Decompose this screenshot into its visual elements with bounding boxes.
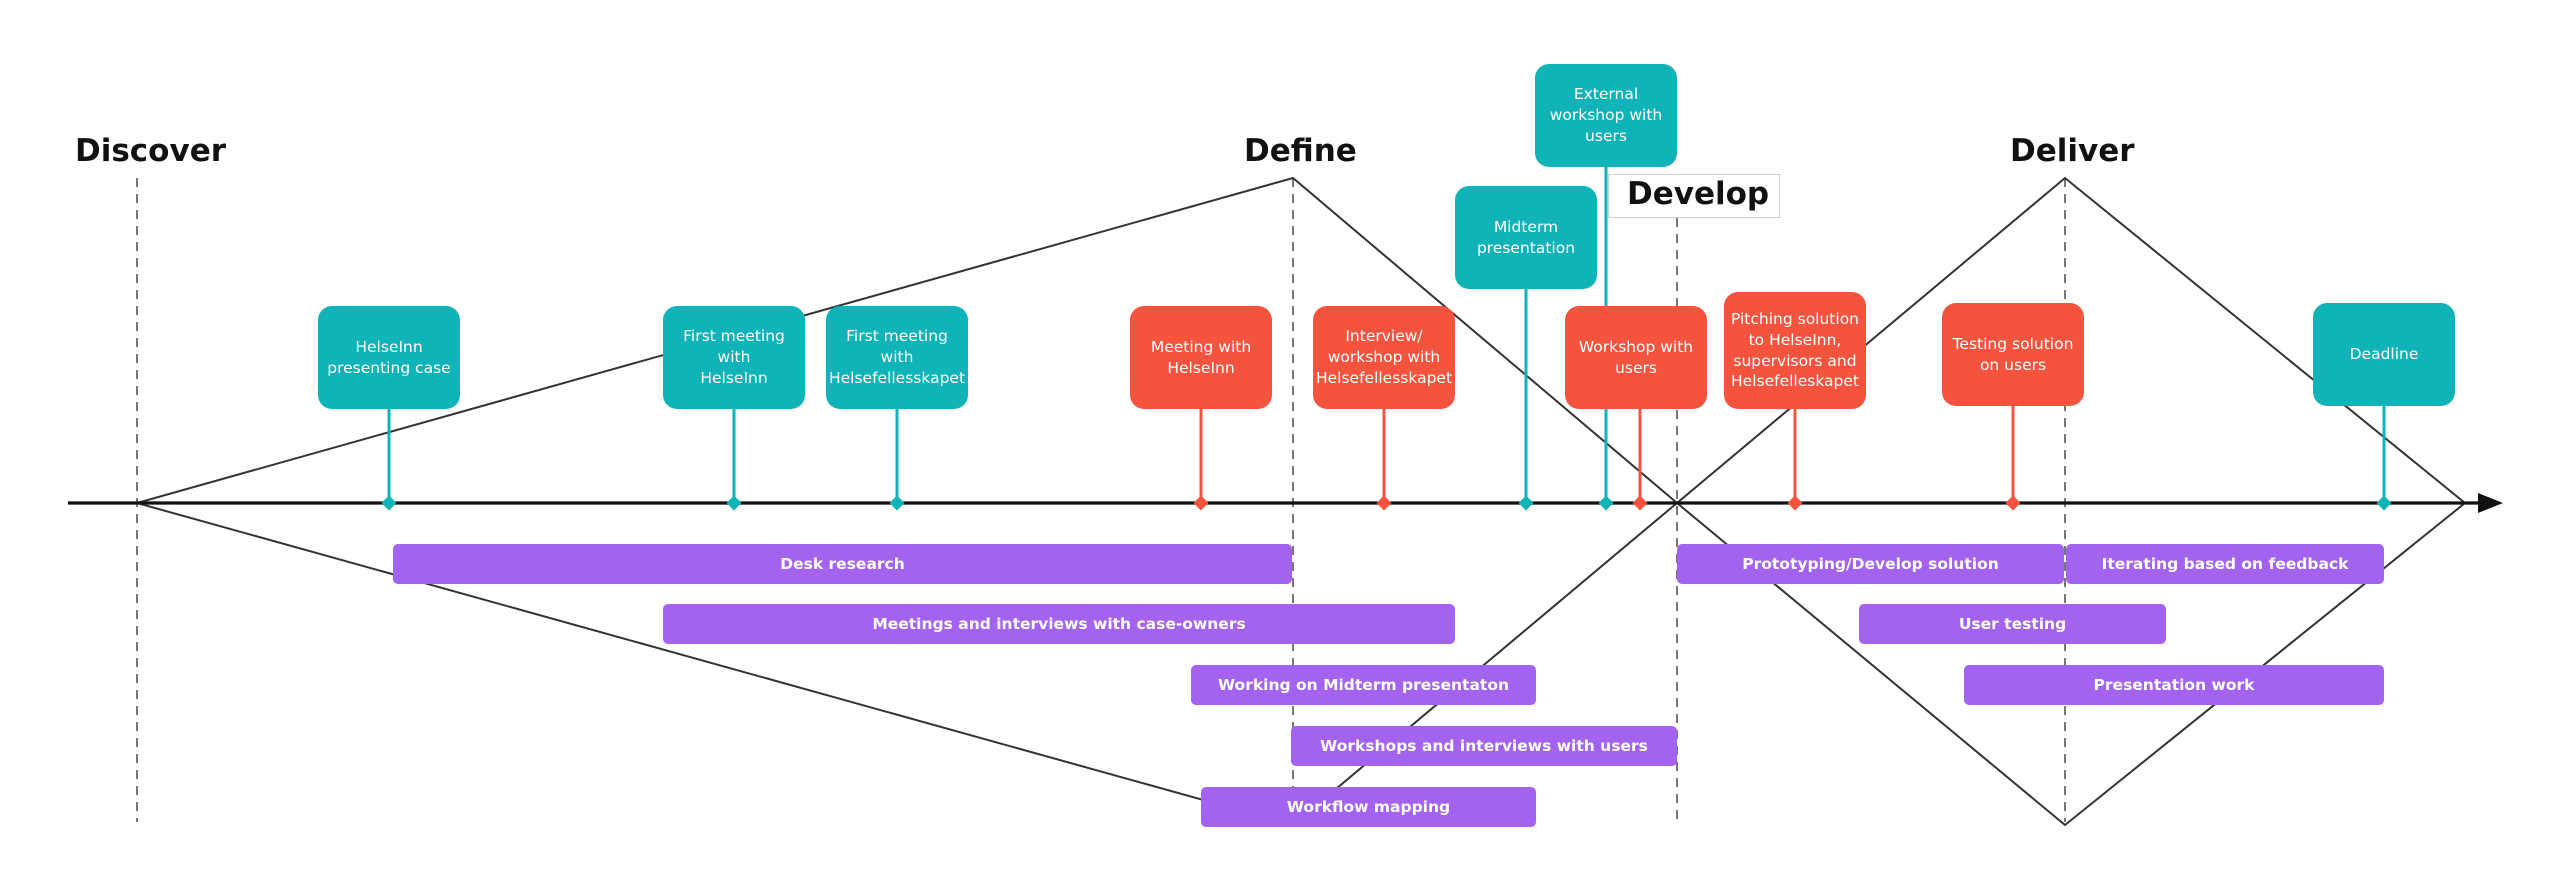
milestone-helseinn-presenting-case: HelseInn presenting case <box>318 306 460 409</box>
milestone-deadline: Deadline <box>2313 303 2455 406</box>
activity-workflow-mapping: Workflow mapping <box>1201 787 1536 827</box>
milestone-pitching-solution: Pitching solution to HelseInn, superviso… <box>1724 292 1866 409</box>
milestone-meeting-helseinn: Meeting with HelseInn <box>1130 306 1272 409</box>
activity-presentation-work: Presentation work <box>1964 665 2384 705</box>
marker-testing-solution-users <box>2005 495 2021 511</box>
marker-deadline <box>2376 495 2392 511</box>
activity-workshops-interviews-users: Workshops and interviews with users <box>1291 726 1677 766</box>
marker-meeting-helseinn <box>1193 495 1209 511</box>
phase-label-deliver: Deliver <box>2010 133 2135 169</box>
milestone-first-meeting-helsefellesskapet: First meeting with Helsefellesskapet <box>826 306 968 409</box>
develop-label-box <box>1608 174 1780 218</box>
activity-prototyping: Prototyping/Develop solution <box>1677 544 2064 584</box>
milestone-testing-solution-users: Testing solution on users <box>1942 303 2084 406</box>
phase-divider-lines <box>136 178 2066 822</box>
milestone-first-meeting-helseinn: First meeting with HelseInn <box>663 306 805 409</box>
timeline-axis <box>68 493 2503 513</box>
milestone-workshop-users: Workshop with users <box>1565 306 1707 409</box>
phase-label-develop: Develop <box>1627 176 1770 212</box>
marker-helseinn-presenting-case <box>381 495 397 511</box>
activity-user-testing: User testing <box>1859 604 2166 644</box>
marker-midterm-presentation <box>1518 495 1534 511</box>
marker-pitching-solution <box>1787 495 1803 511</box>
milestone-markers <box>381 495 2392 511</box>
marker-first-meeting-helsefellesskapet <box>889 495 905 511</box>
milestone-interview-workshop-helsefellesskapet: Interview/ workshop with Helsefellesskap… <box>1313 306 1455 409</box>
activity-iterating: Iterating based on feedback <box>2066 544 2384 584</box>
phase-label-define: Define <box>1244 133 1357 169</box>
marker-workshop-users <box>1632 495 1648 511</box>
activity-meetings-interviews: Meetings and interviews with case-owners <box>663 604 1455 644</box>
marker-interview-workshop-helsefellesskapet <box>1376 495 1392 511</box>
activity-midterm-work: Working on Midterm presentaton <box>1191 665 1536 705</box>
marker-external-workshop-users <box>1598 495 1614 511</box>
marker-first-meeting-helseinn <box>726 495 742 511</box>
activity-desk-research: Desk research <box>393 544 1292 584</box>
milestone-midterm-presentation: Midterm presentation <box>1455 186 1597 289</box>
phase-label-discover: Discover <box>75 133 227 169</box>
milestone-external-workshop-users: External workshop with users <box>1535 64 1677 167</box>
timeline-arrow-head <box>2478 493 2503 513</box>
